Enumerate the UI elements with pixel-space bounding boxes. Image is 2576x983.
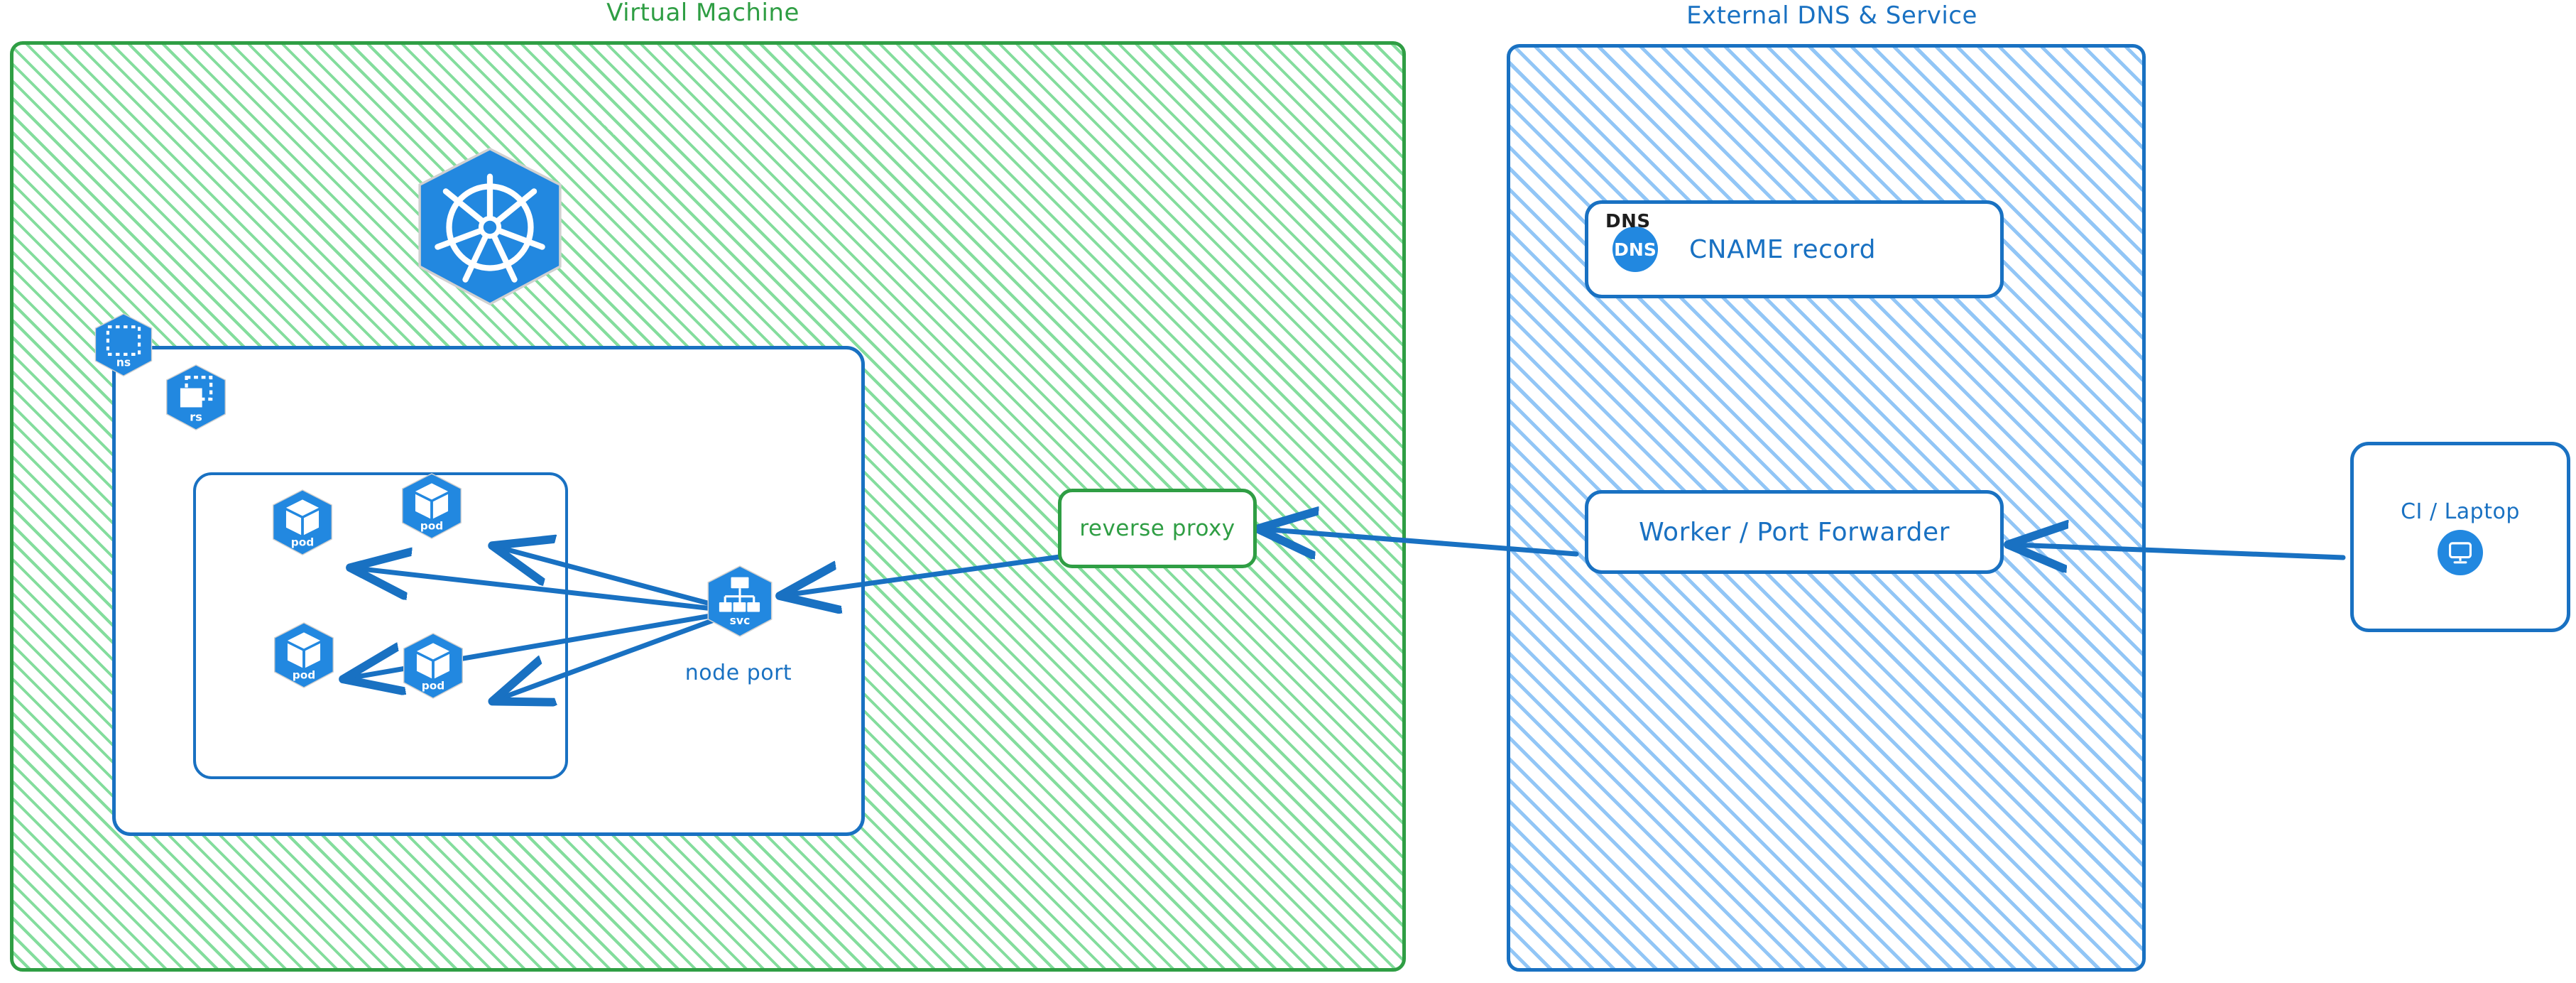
svg-text:pod: pod bbox=[291, 536, 315, 549]
pod-icon-3: pod bbox=[270, 621, 338, 690]
reverse-proxy-box[interactable]: reverse proxy bbox=[1058, 489, 1257, 568]
svg-text:pod: pod bbox=[420, 520, 444, 533]
pod-icon-2: pod bbox=[398, 472, 466, 541]
dns-card-tag: DNS bbox=[1605, 211, 1651, 232]
dns-record-card[interactable]: DNS DNS CNAME record bbox=[1585, 200, 2004, 298]
cname-record-label: CNAME record bbox=[1689, 234, 1876, 264]
svg-text:pod: pod bbox=[422, 680, 445, 693]
replicaset-container bbox=[193, 472, 568, 779]
external-panel-title: External DNS & Service bbox=[1686, 1, 1977, 30]
vm-panel-title: Virtual Machine bbox=[606, 0, 799, 27]
svg-text:rs: rs bbox=[190, 411, 202, 424]
pod-icon-4: pod bbox=[399, 632, 467, 700]
desktop-monitor-icon bbox=[2438, 529, 2483, 575]
worker-port-forwarder-card[interactable]: Worker / Port Forwarder bbox=[1585, 490, 2004, 574]
svg-text:svc: svc bbox=[730, 614, 751, 627]
replicaset-icon: rs bbox=[162, 364, 230, 432]
namespace-icon: ns bbox=[91, 313, 156, 378]
pod-icon-1: pod bbox=[268, 489, 337, 557]
worker-port-forwarder-label: Worker / Port Forwarder bbox=[1639, 517, 1950, 547]
kubernetes-logo-icon bbox=[408, 146, 572, 309]
svg-text:pod: pod bbox=[293, 669, 316, 682]
ci-laptop-label: CI / Laptop bbox=[2401, 499, 2520, 524]
service-icon: svc bbox=[703, 565, 777, 639]
svg-text:ns: ns bbox=[116, 355, 131, 369]
reverse-proxy-label: reverse proxy bbox=[1079, 516, 1235, 541]
node-port-caption: node port bbox=[684, 661, 792, 685]
dns-badge-icon: DNS bbox=[1612, 227, 1658, 272]
ci-laptop-card[interactable]: CI / Laptop bbox=[2350, 442, 2570, 632]
